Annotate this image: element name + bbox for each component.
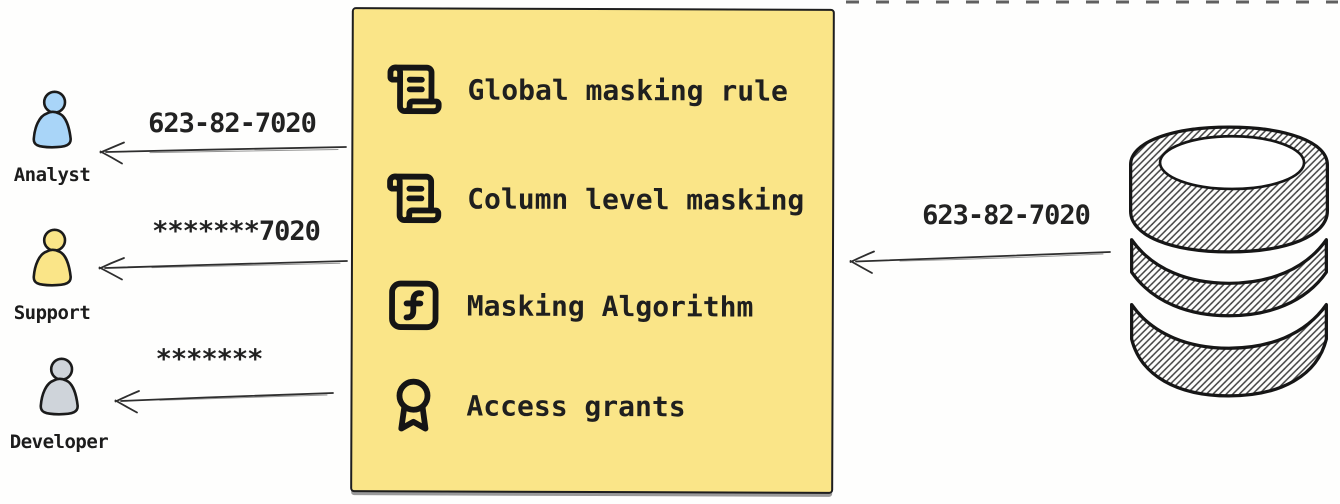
database-middle-band: [1130, 238, 1328, 318]
arrow-box-to-developer: [114, 390, 334, 414]
masked-value-analyst: 623-82-7020: [148, 108, 317, 139]
arrow-database-to-box: [849, 250, 1111, 274]
persona-analyst: Analyst: [0, 86, 107, 186]
masked-value-support: *******7020: [152, 216, 321, 247]
masking-box-item-masking-algorithm: Masking Algorithm: [385, 275, 754, 336]
masking-box-item-label: Access grants: [466, 389, 686, 423]
person-icon: [32, 90, 72, 149]
database-icon: [1129, 125, 1329, 398]
masking-box-item-label: Global masking rule: [467, 73, 788, 108]
masking-box-item-label: Column level masking: [467, 182, 805, 217]
database-bottom-band: [1130, 302, 1328, 398]
masking-box-item-access-grants: Access grants: [384, 375, 686, 436]
persona-label: Support: [13, 302, 91, 324]
scroll-icon: [387, 173, 442, 224]
persona-label: Analyst: [13, 164, 91, 186]
persona-developer: Developer: [4, 353, 114, 453]
scroll-icon: [387, 64, 442, 115]
masking-box: Global masking rule Column level masking…: [350, 7, 835, 494]
masked-value-developer: *******: [155, 344, 264, 375]
masking-box-item-label: Masking Algorithm: [466, 289, 754, 324]
database-outgoing-value: 623-82-7020: [922, 200, 1091, 231]
persona-support: Support: [0, 224, 107, 324]
database-opening: [1158, 134, 1306, 191]
arrow-box-to-support: [98, 257, 348, 281]
function-square-icon: [389, 280, 439, 331]
masking-box-item-global-rule: Global masking rule: [385, 59, 788, 120]
masking-box-item-column-masking: Column level masking: [385, 168, 804, 229]
person-icon: [39, 357, 79, 416]
award-icon: [396, 378, 431, 432]
arrow-box-to-analyst: [99, 141, 347, 165]
persona-label: Developer: [9, 431, 109, 453]
person-icon: [32, 228, 72, 287]
